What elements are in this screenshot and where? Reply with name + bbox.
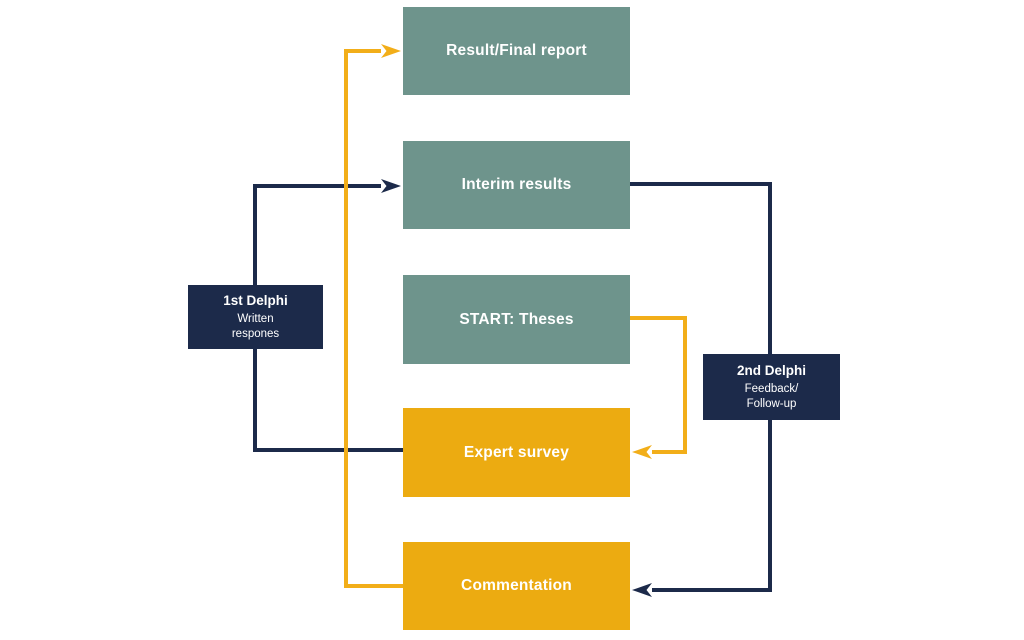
box-label: Interim results [461,176,572,193]
first-delphi-subtitle: Written respones [232,312,279,341]
label-second-delphi: 2nd Delphi Feedback/ Follow-up [703,354,840,420]
box-expert-survey: Expert survey [403,408,630,497]
second-delphi-subtitle: Feedback/ Follow-up [745,382,799,411]
connector-start-theses-to-expert-survey [630,316,687,459]
box-interim-results: Interim results [403,141,630,229]
label-first-delphi: 1st Delphi Written respones [188,285,323,349]
connector-commentation-to-result-final-report [344,44,403,588]
box-start-theses: START: Theses [403,275,630,364]
box-label: Commentation [461,577,572,594]
box-label: Result/Final report [446,42,587,59]
second-delphi-subtitle-line2: Follow-up [746,397,797,410]
box-result-final-report: Result/Final report [403,7,630,95]
second-delphi-subtitle-line1: Feedback/ [744,383,799,396]
first-delphi-subtitle-line2: respones [231,327,280,340]
second-delphi-title: 2nd Delphi [736,363,806,379]
box-commentation: Commentation [403,542,630,630]
first-delphi-subtitle-line1: Written [237,313,274,326]
box-label: START: Theses [459,310,574,328]
box-label: Expert survey [463,443,570,461]
first-delphi-title: 1st Delphi [223,293,288,309]
